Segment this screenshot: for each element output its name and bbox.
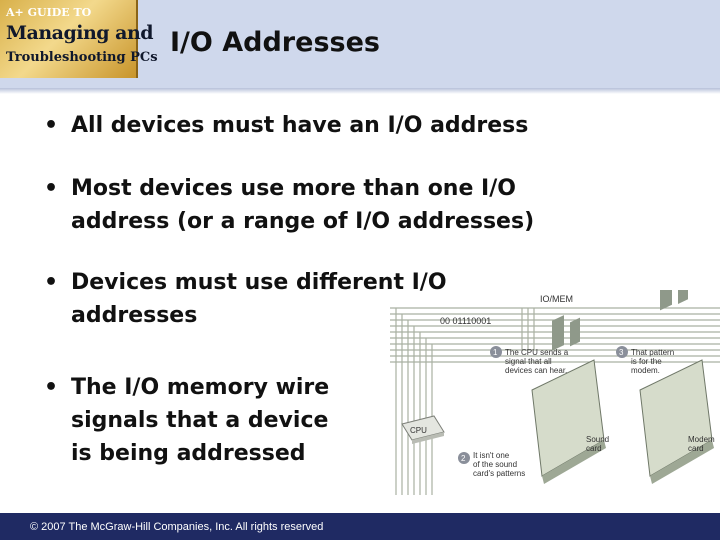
bullet-dot: • bbox=[44, 375, 59, 400]
callout-3-line-3: modem. bbox=[631, 366, 660, 375]
callout-1-line-1: The CPU sends a bbox=[505, 348, 569, 357]
bullet-2-line-2: address (or a range of I/O addresses) bbox=[71, 209, 535, 234]
bullet-3-line-1: Devices must use different I/O bbox=[71, 270, 447, 295]
bullet-3-line-2: addresses bbox=[71, 303, 198, 328]
callout-1: 1 The CPU sends a signal that all device… bbox=[490, 346, 569, 375]
logo-line-2: Managing and bbox=[6, 22, 154, 44]
bus-lines bbox=[390, 307, 720, 363]
callout-2-line-2: of the sound bbox=[473, 460, 517, 469]
slide-header: A+ GUIDE TO Managing and Troubleshooting… bbox=[0, 0, 720, 94]
bullet-4-text: The I/O memory wire signals that a devic… bbox=[71, 371, 329, 470]
callout-3-line-1: That pattern bbox=[631, 348, 674, 357]
copyright-text: © 2007 The McGraw-Hill Companies, Inc. A… bbox=[30, 521, 324, 533]
bullet-3-text: Devices must use different I/O addresses bbox=[71, 266, 447, 332]
callout-1-line-2: signal that all bbox=[505, 357, 552, 366]
callout-1-number-circle bbox=[490, 346, 502, 358]
logo-line-3: Troubleshooting PCs bbox=[6, 50, 158, 65]
callout-2-number: 2 bbox=[461, 454, 466, 463]
bullet-2-line-1: Most devices use more than one I/O bbox=[71, 176, 516, 201]
bullet-dot: • bbox=[44, 176, 59, 201]
bullet-dot: • bbox=[44, 113, 59, 138]
sound-card bbox=[531, 315, 606, 484]
callout-2-line-3: card's patterns bbox=[473, 469, 525, 478]
bullet-4-line-2: signals that a device bbox=[71, 408, 329, 433]
callout-1-line-3: devices can hear. bbox=[505, 366, 567, 375]
callout-2-line-1: It isn't one bbox=[473, 451, 510, 460]
callout-1-number: 1 bbox=[493, 348, 498, 357]
callout-2-number-circle bbox=[458, 452, 470, 464]
cpu-chip: CPU bbox=[401, 415, 445, 444]
bullet-1-line-1: All devices must have an I/O address bbox=[71, 113, 529, 138]
bullet-1-text: All devices must have an I/O address bbox=[71, 109, 528, 142]
bullet-2-text: Most devices use more than one I/O addre… bbox=[71, 172, 534, 238]
bullet-4-line-3: is being addressed bbox=[71, 441, 306, 466]
sound-card-label-line-2: card bbox=[586, 444, 602, 453]
logo-line-1: A+ GUIDE TO bbox=[6, 6, 92, 19]
cpu-label: CPU bbox=[410, 426, 427, 435]
bullet-4-line-1: The I/O memory wire bbox=[71, 375, 330, 400]
callout-3: 3 That pattern is for the modem. bbox=[616, 346, 674, 375]
sound-card-label-line-1: Sound bbox=[586, 435, 609, 444]
slide-footer: © 2007 The McGraw-Hill Companies, Inc. A… bbox=[0, 513, 720, 540]
modem-card-label-line-1: Modem bbox=[688, 435, 715, 444]
modem-card-label-line-2: card bbox=[688, 444, 704, 453]
drop-lines bbox=[395, 308, 535, 495]
bullet-dot: • bbox=[44, 270, 59, 295]
callout-2: 2 It isn't one of the sound card's patte… bbox=[458, 451, 525, 478]
callout-3-number-circle bbox=[616, 346, 628, 358]
modem-card bbox=[639, 290, 714, 484]
io-bus-diagram: IO/MEM 00 01110001 CPU 1 The CPU sends a… bbox=[390, 290, 720, 495]
address-label: 00 01110001 bbox=[440, 316, 491, 326]
book-logo: A+ GUIDE TO Managing and Troubleshooting… bbox=[0, 0, 158, 78]
slide-title: I/O Addresses bbox=[170, 27, 380, 58]
callout-3-number: 3 bbox=[619, 348, 624, 357]
bus-label: IO/MEM bbox=[540, 294, 573, 304]
callout-3-line-2: is for the bbox=[631, 357, 662, 366]
